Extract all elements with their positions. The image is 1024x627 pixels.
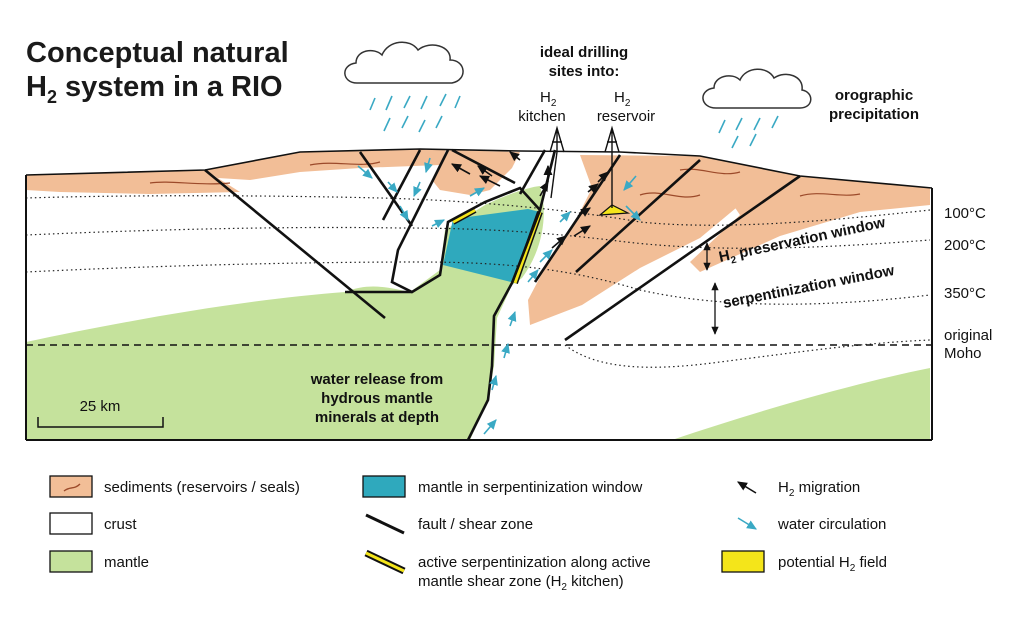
temp-100: 100°C [944,205,986,222]
legend-mantle: mantle [49,550,149,573]
mantle-right [672,368,930,440]
legend-potential-field: potential H2 field [721,550,887,574]
orographic-line1: orographic [835,87,913,104]
kitchen-label: kitchen [518,108,566,125]
legend-serpentinization: mantle in serpentinization window [362,475,642,498]
svg-text:mantle in serpentinization win: mantle in serpentinization window [418,479,642,496]
water-release-line1: water release from [310,371,444,388]
svg-text:fault / shear zone: fault / shear zone [418,516,533,533]
window-range-arrows [703,242,719,335]
faults [204,148,801,441]
cross-section [25,125,935,441]
potential-h2-field [598,204,631,216]
sediments-block-center [432,150,520,195]
legend-sediments: sediments (reservoirs / seals) [49,475,300,498]
svg-text:active serpentinization along: active serpentinization along active [418,554,651,571]
moho-label-2: Moho [944,345,982,362]
legend-h2-migration: H2 migration [737,479,860,499]
legend-water-circulation: water circulation [737,516,886,533]
water-release-line3: minerals at depth [315,409,439,426]
sediments-right-wedge [528,155,770,325]
svg-text:mantle shear zone (H2 kitchen): mantle shear zone (H2 kitchen) [418,573,624,593]
sediments-top [205,149,446,180]
svg-text:sediments (reservoirs / seals): sediments (reservoirs / seals) [104,479,300,496]
reservoir-label: reservoir [597,108,655,125]
mantle-left [26,186,544,440]
sediments-left [26,170,240,194]
kitchen-h2-label: H2 [540,89,557,109]
water-circulation-arrows [357,157,641,435]
scale-bar: 25 km [37,398,164,428]
title-line1: Conceptual natural [26,37,289,69]
drilling-labels: ideal drilling sites into: H2 kitchen H2… [518,44,655,125]
sediments-right [690,156,930,272]
legend-fault: fault / shear zone [365,513,533,535]
svg-text:water circulation: water circulation [777,516,886,533]
svg-text:mantle: mantle [104,554,149,571]
legend-crust: crust [49,512,137,535]
legend: sediments (reservoirs / seals) crust man… [49,475,887,593]
scale-bar-label: 25 km [80,398,121,415]
drilling-heading-2: sites into: [549,63,620,80]
h2-migration-arrows [451,151,609,249]
rain-cloud-left [344,41,464,133]
serpentinization-block [443,209,540,283]
temp-200: 200°C [944,237,986,254]
drill-rig-kitchen [549,125,565,199]
diagram-title: Conceptual natural H2 system in a RIO [26,37,289,107]
svg-text:crust: crust [104,516,137,533]
isotherms [25,195,931,368]
orographic-line2: precipitation [829,106,919,123]
drilling-heading-1: ideal drilling [540,44,628,61]
svg-text:potential H2 field: potential H2 field [778,554,887,574]
title-line2: H2 system in a RIO [26,71,283,107]
reservoir-h2-label: H2 [614,89,631,109]
water-release-line2: hydrous mantle [321,390,433,407]
temp-350: 350°C [944,285,986,302]
moho-label-1: original [944,327,992,344]
drill-rig-reservoir [604,125,620,208]
legend-active-serp: active serpentinization along active man… [364,549,651,593]
rain-cloud-right [702,68,812,149]
svg-text:H2 migration: H2 migration [778,479,860,499]
